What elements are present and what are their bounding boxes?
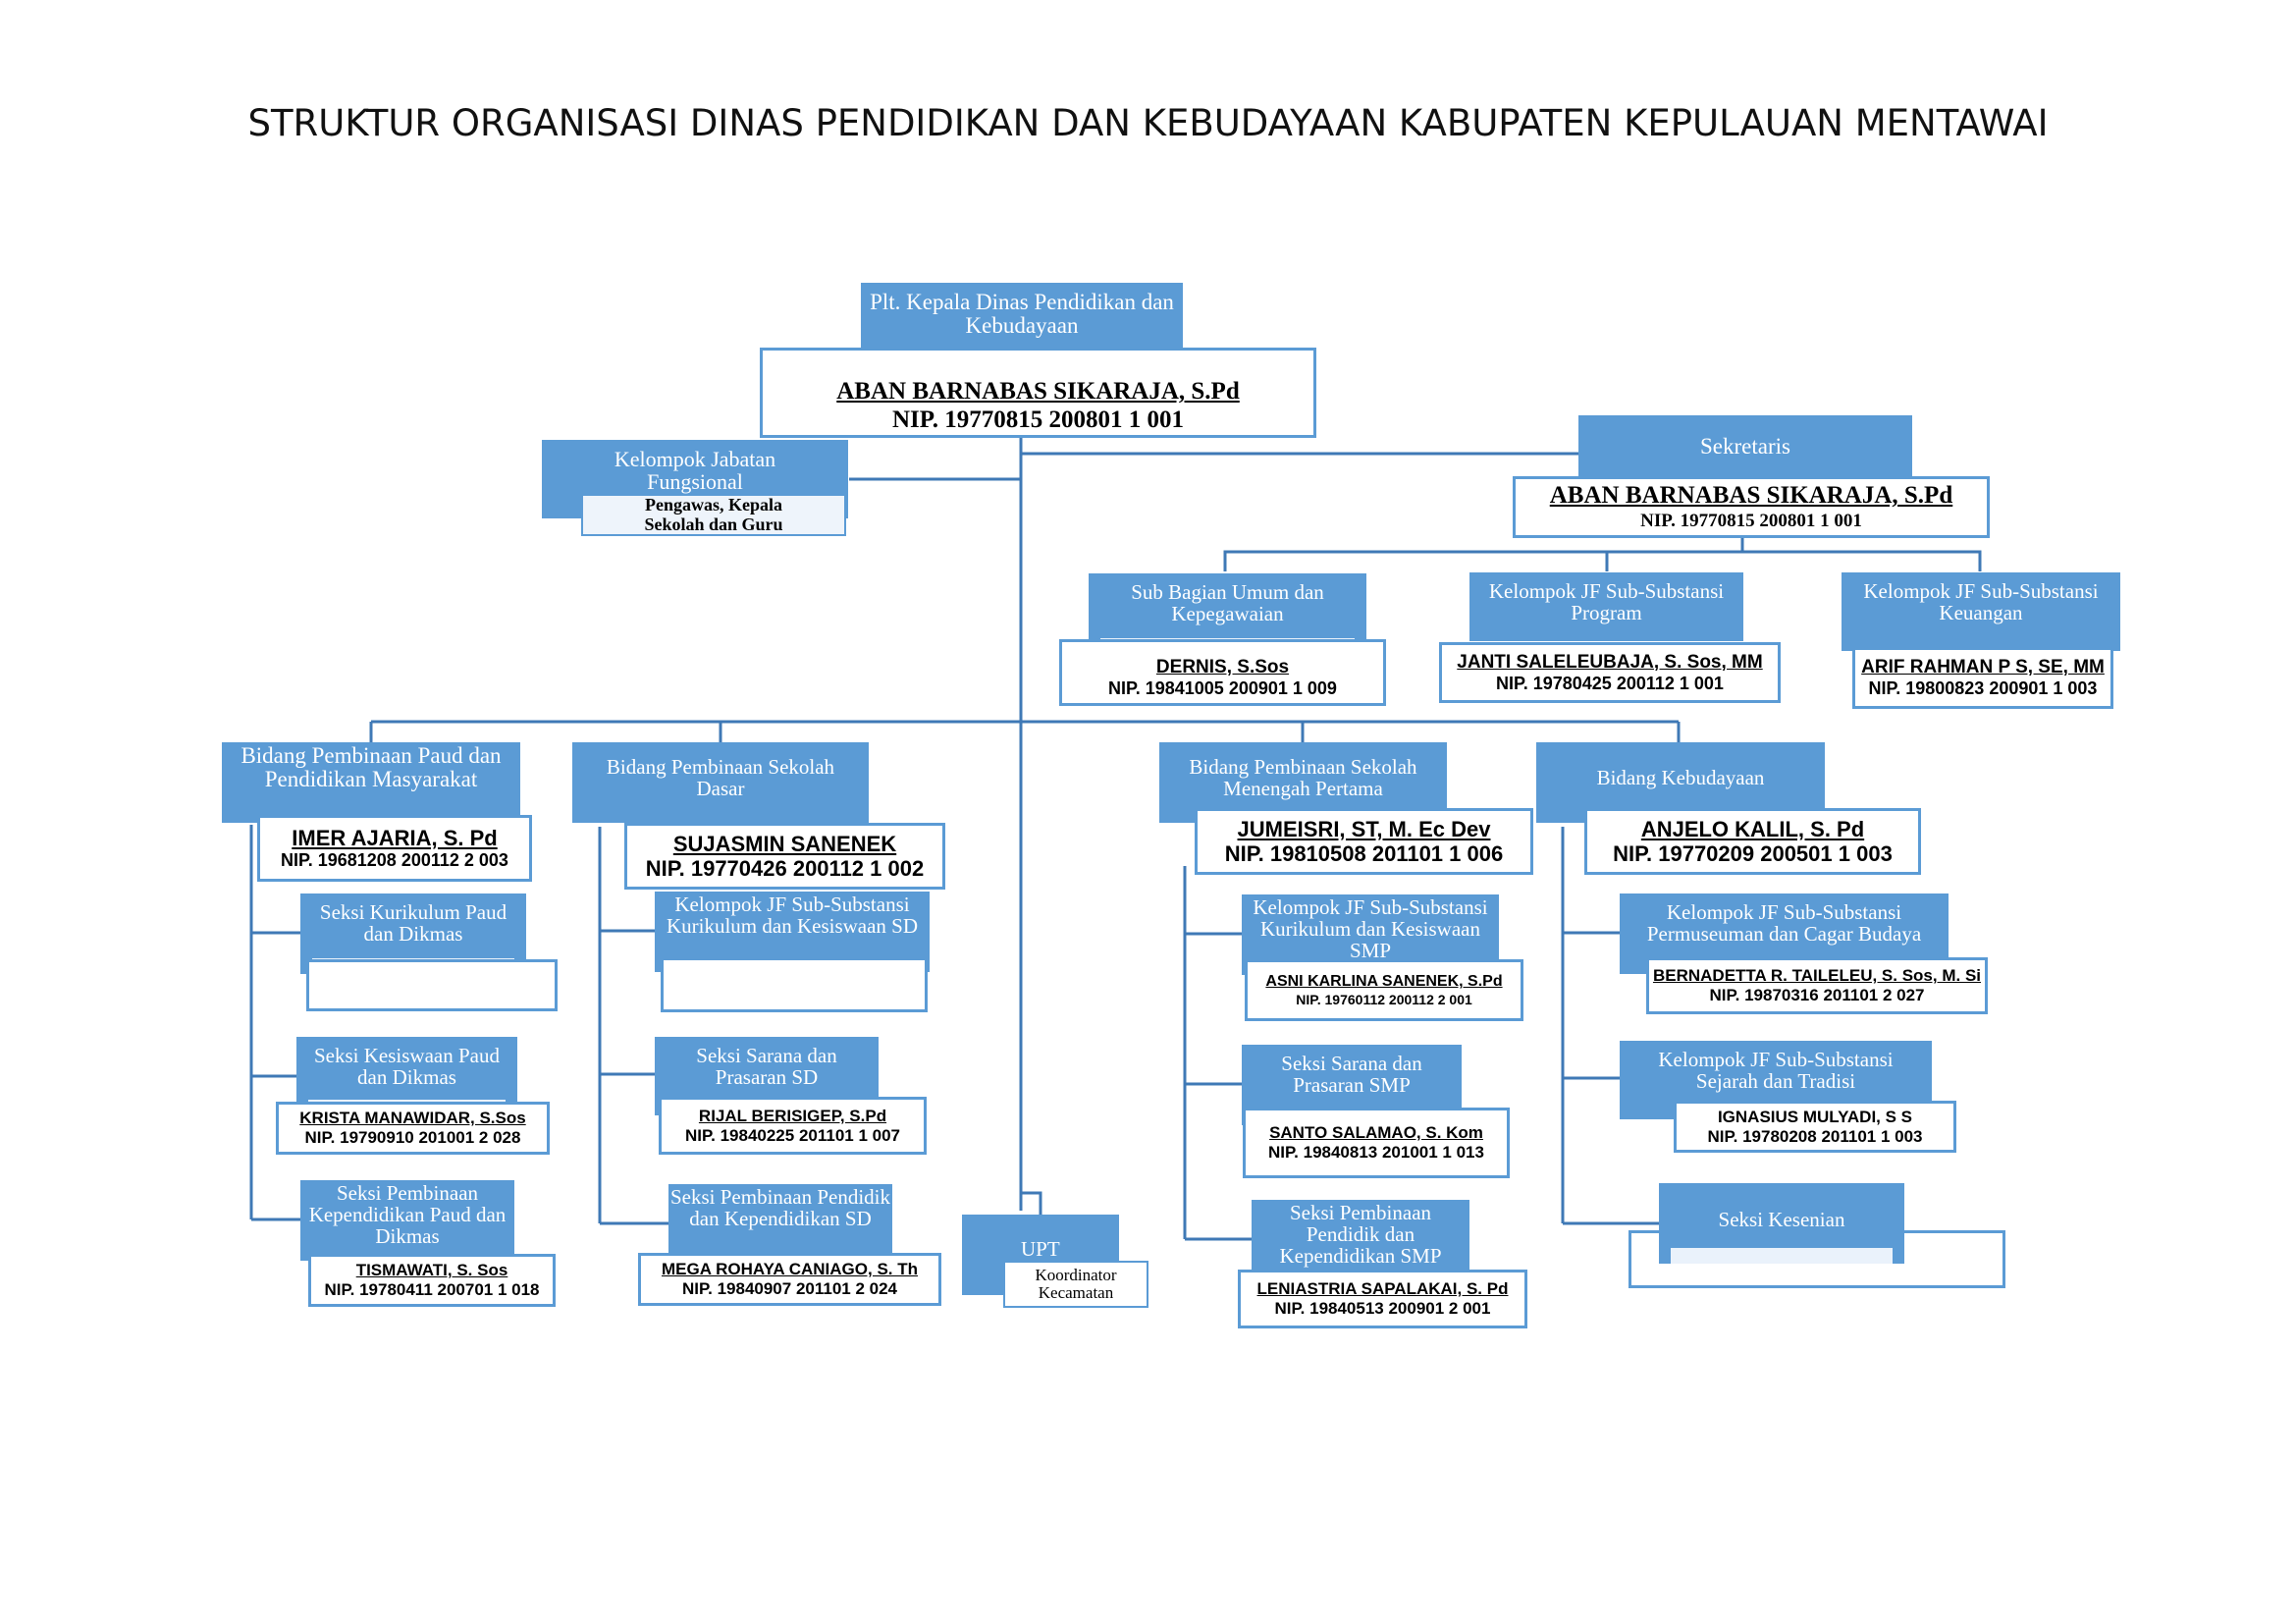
- sd-nip: NIP. 19770426 200112 1 002: [645, 856, 925, 881]
- paud-s2-nip: NIP. 19790910 201001 2 028: [304, 1128, 521, 1147]
- paud-nip: NIP. 19681208 200112 2 003: [281, 850, 508, 871]
- smp-seksi-pembinaan-box: LENIASTRIA SAPALAKAI, S. Pd NIP. 1984051…: [1238, 1270, 1527, 1328]
- sd-s2-name: RIJAL BERISIGEP, S.Pd: [698, 1106, 887, 1125]
- paud-s3-name: TISMAWATI, S. Sos: [355, 1261, 508, 1280]
- kepala-name: ABAN BARNABAS SIKARAJA, S.Pd: [836, 378, 1240, 406]
- subbagian-name: DERNIS, S.Sos: [1155, 656, 1290, 677]
- program-name: JANTI SALELEUBAJA, S. Sos, MM: [1457, 651, 1763, 673]
- program-box: JANTI SALELEUBAJA, S. Sos, MM NIP. 19780…: [1439, 642, 1781, 703]
- sekretaris-box: ABAN BARNABAS SIKARAJA, S.Pd NIP. 197708…: [1513, 476, 1990, 538]
- paud-s3-nip: NIP. 19780411 200701 1 018: [324, 1280, 540, 1299]
- smp-seksi-sarana-box: SANTO SALAMAO, S. Kom NIP. 19840813 2010…: [1243, 1108, 1510, 1178]
- sekretaris-name: ABAN BARNABAS SIKARAJA, S.Pd: [1549, 482, 1953, 510]
- sd-seksi-pembinaan-header: Seksi Pembinaan Pendidik dan Kependidika…: [668, 1184, 892, 1265]
- smp-nip: NIP. 19810508 201101 1 006: [1224, 841, 1504, 866]
- paud-seksi-kesiswaan-box: KRISTA MANAWIDAR, S.Sos NIP. 19790910 20…: [276, 1102, 550, 1155]
- smp-s3-nip: NIP. 19840513 200901 2 001: [1274, 1299, 1491, 1318]
- keuangan-box: ARIF RAHMAN P S, SE, MM NIP. 19800823 20…: [1852, 647, 2113, 709]
- budaya-s2-nip: NIP. 19780208 201101 1 003: [1707, 1126, 1923, 1146]
- kepala-nip: NIP. 19770815 200801 1 001: [891, 406, 1184, 433]
- budaya-seksi-kesenian-header: Seksi Kesenian: [1659, 1183, 1904, 1264]
- sd-s3-name: MEGA ROHAYA CANIAGO, S. Th: [661, 1260, 918, 1279]
- sd-s3-nip: NIP. 19840907 201101 2 024: [681, 1279, 897, 1298]
- paud-name: IMER AJARIA, S. Pd: [292, 826, 498, 850]
- kepala-dinas-box: ABAN BARNABAS SIKARAJA, S.Pd NIP. 197708…: [760, 348, 1316, 438]
- sd-kelompok-kurikulum-box: [661, 957, 928, 1012]
- smp-s2-nip: NIP. 19840813 201001 1 013: [1268, 1143, 1484, 1162]
- smp-s1-name: ASNI KARLINA SANENEK, S.Pd: [1265, 973, 1503, 991]
- budaya-s2-name: IGNASIUS MULYADI, S S: [1717, 1107, 1913, 1126]
- upt-sub: Koordinator Kecamatan: [1035, 1266, 1117, 1302]
- sd-name: SUJASMIN SANENEK: [672, 831, 897, 856]
- smp-s2-name: SANTO SALAMAO, S. Kom: [1269, 1123, 1483, 1143]
- sd-header: Bidang Pembinaan Sekolah Dasar: [572, 742, 869, 823]
- sd-box: SUJASMIN SANENEK NIP. 19770426 200112 1 …: [624, 823, 945, 890]
- budaya-s1-nip: NIP. 19870316 201101 2 027: [1709, 986, 1925, 1004]
- budaya-kelompok-sejarah-box: IGNASIUS MULYADI, S S NIP. 19780208 2011…: [1674, 1101, 1956, 1153]
- fungsional-sub: Pengawas, Kepala Sekolah dan Guru: [644, 494, 783, 534]
- subbagian-nip: NIP. 19841005 200901 1 009: [1108, 677, 1337, 698]
- sd-seksi-pembinaan-box: MEGA ROHAYA CANIAGO, S. Th NIP. 19840907…: [638, 1253, 941, 1306]
- smp-name: JUMEISRI, ST, M. Ec Dev: [1237, 816, 1491, 841]
- paud-box: IMER AJARIA, S. Pd NIP. 19681208 200112 …: [257, 815, 532, 882]
- program-header: Kelompok JF Sub-Substansi Program: [1469, 572, 1743, 641]
- sd-seksi-sarana-box: RIJAL BERISIGEP, S.Pd NIP. 19840225 2011…: [659, 1097, 927, 1155]
- smp-seksi-pembinaan-header: Seksi Pembinaan Pendidik dan Kependidika…: [1252, 1200, 1469, 1280]
- smp-kelompok-kurikulum-box: ASNI KARLINA SANENEK, S.Pd NIP. 19760112…: [1245, 959, 1523, 1021]
- budaya-seksi-kesenian-box: [1629, 1230, 2005, 1288]
- keuangan-name: ARIF RAHMAN P S, SE, MM: [1861, 657, 2105, 678]
- paud-seksi-kurikulum-box: [306, 959, 558, 1011]
- sekretaris-nip: NIP. 19770815 200801 1 001: [1640, 510, 1862, 531]
- budaya-name: ANJELO KALIL, S. Pd: [1640, 816, 1865, 841]
- smp-s1-nip: NIP. 19760112 200112 2 001: [1296, 991, 1472, 1007]
- paud-s2-name: KRISTA MANAWIDAR, S.Sos: [299, 1109, 526, 1128]
- fungsional-box: Pengawas, Kepala Sekolah dan Guru: [581, 494, 846, 536]
- paud-seksi-pembinaan-header: Seksi Pembinaan Kependidikan Paud dan Di…: [300, 1180, 514, 1261]
- keuangan-header: Kelompok JF Sub-Substansi Keuangan: [1842, 572, 2120, 651]
- paud-seksi-pembinaan-box: TISMAWATI, S. Sos NIP. 19780411 200701 1…: [308, 1254, 556, 1307]
- chart-title: STRUKTUR ORGANISASI DINAS PENDIDIKAN DAN…: [247, 102, 2049, 144]
- smp-s3-name: LENIASTRIA SAPALAKAI, S. Pd: [1256, 1279, 1509, 1299]
- sekretaris-header: Sekretaris: [1578, 415, 1912, 478]
- sd-s2-nip: NIP. 19840225 201101 1 007: [684, 1125, 900, 1145]
- smp-box: JUMEISRI, ST, M. Ec Dev NIP. 19810508 20…: [1195, 808, 1533, 875]
- budaya-s1-name: BERNADETTA R. TAILELEU, S. Sos, M. Si: [1652, 966, 1982, 986]
- budaya-kelompok-museum-header: Kelompok JF Sub-Substansi Permuseuman da…: [1620, 893, 1949, 974]
- keuangan-nip: NIP. 19800823 200901 1 003: [1868, 678, 2098, 699]
- budaya-nip: NIP. 19770209 200501 1 003: [1613, 841, 1893, 866]
- upt-box: Koordinator Kecamatan: [1003, 1261, 1148, 1308]
- program-nip: NIP. 19780425 200112 1 001: [1496, 673, 1724, 693]
- subbagian-box: DERNIS, S.Sos NIP. 19841005 200901 1 009: [1059, 639, 1386, 706]
- budaya-box: ANJELO KALIL, S. Pd NIP. 19770209 200501…: [1584, 808, 1921, 875]
- budaya-kelompok-museum-box: BERNADETTA R. TAILELEU, S. Sos, M. Si NI…: [1646, 957, 1988, 1014]
- paud-header: Bidang Pembinaan Paud dan Pendidikan Mas…: [222, 742, 520, 823]
